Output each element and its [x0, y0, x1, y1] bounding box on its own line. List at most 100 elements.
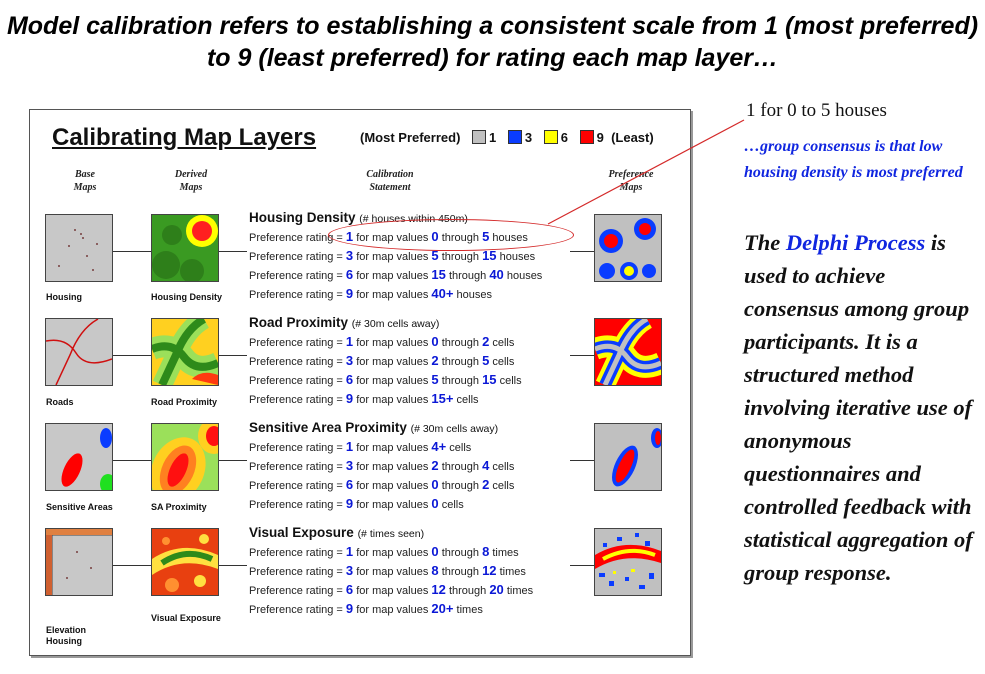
row-unit: houses	[453, 289, 493, 301]
row-unit: cells	[489, 356, 515, 368]
rating-row: Preference rating = 9 for map values 40+…	[249, 285, 589, 304]
rating-value: 6	[345, 477, 354, 492]
connector	[113, 251, 151, 252]
range-from: 2	[431, 458, 439, 473]
section-title: Housing Density	[249, 210, 356, 225]
connector	[219, 355, 247, 356]
rating-row: Preference rating = 3 for map values 5 t…	[249, 247, 589, 266]
rating-row: Preference rating = 6 for map values 5 t…	[249, 371, 589, 390]
road-preference-map	[594, 318, 662, 386]
row-prefix: Preference rating =	[249, 337, 346, 349]
consensus-note: …group consensus is that low housing den…	[744, 138, 963, 181]
connector	[113, 565, 151, 566]
housing-density-label: Housing Density	[151, 292, 223, 302]
legend-swatch-3	[507, 130, 522, 144]
row-prefix: Preference rating =	[249, 480, 346, 492]
row-through: through	[445, 270, 490, 282]
housing-base-label: Housing	[46, 292, 82, 302]
sa-proximity-map	[151, 423, 219, 491]
rating-value: 3	[345, 458, 354, 473]
row-through: through	[438, 547, 483, 559]
rating-value: 6	[345, 582, 354, 597]
row-prefix: Preference rating =	[249, 232, 346, 244]
row-unit: cells	[453, 394, 479, 406]
section-note: (# 30m cells away)	[351, 318, 440, 330]
delphi-description: The Delphi Process is used to achieve co…	[744, 226, 980, 589]
legend-label-1: 1	[489, 130, 497, 145]
row-mid: for map values	[353, 461, 432, 473]
connector	[570, 251, 594, 252]
row-prefix: Preference rating =	[249, 442, 346, 454]
elevation-base-map	[45, 528, 113, 596]
road-proximity-label: Road Proximity	[151, 397, 218, 407]
range-to: 15	[482, 372, 497, 387]
row-mid: for map values	[353, 442, 432, 454]
row-prefix: Preference rating =	[249, 461, 346, 473]
roads-base-map	[45, 318, 113, 386]
range-to: 20	[489, 582, 504, 597]
delphi-post: is used to achieve consensus among group…	[744, 230, 973, 585]
range-from: 5	[431, 248, 439, 263]
visual-exposure-map	[151, 528, 219, 596]
legend-label-6: 6	[560, 130, 568, 145]
connector	[113, 460, 151, 461]
column-head-derived: Derived Maps	[174, 169, 208, 193]
row-prefix: Preference rating =	[249, 604, 346, 616]
row-mid: for map values	[353, 547, 432, 559]
rating-row: Preference rating = 9 for map values 0 c…	[249, 495, 589, 514]
range-to: 8	[482, 544, 490, 559]
row-through: through	[438, 461, 483, 473]
rating-row: Preference rating = 3 for map values 8 t…	[249, 562, 589, 581]
range-from: 8	[431, 563, 439, 578]
housing-base-map	[45, 214, 113, 282]
rating-value: 9	[345, 391, 354, 406]
row-mid: for map values	[353, 251, 432, 263]
row-prefix: Preference rating =	[249, 394, 346, 406]
connector	[219, 251, 247, 252]
row-prefix: Preference rating =	[249, 375, 346, 387]
row-mid: for map values	[353, 375, 432, 387]
row-unit: cells	[438, 499, 464, 511]
row-mid: for map values	[353, 585, 432, 597]
visual-exposure-label: Visual Exposure	[151, 613, 221, 623]
range-single: 4+	[431, 439, 447, 454]
row-mid: for map values	[353, 356, 432, 368]
range-from: 15	[431, 267, 446, 282]
rating-row: Preference rating = 6 for map values 15 …	[249, 266, 589, 285]
range-from: 12	[431, 582, 446, 597]
legend-label-9: 9 (Least)	[596, 130, 654, 145]
column-head-calibration: Calibration Statement	[366, 169, 414, 193]
row-mid: for map values	[353, 604, 432, 616]
range-single: 40+	[431, 286, 454, 301]
range-to: 15	[482, 248, 497, 263]
rating-value: 3	[345, 353, 354, 368]
row-through: through	[438, 251, 483, 263]
row-through: through	[438, 480, 483, 492]
range-single: 15+	[431, 391, 454, 406]
connector	[570, 460, 594, 461]
calibration-panel: Calibrating Map Layers (Most Preferred) …	[29, 109, 691, 656]
delphi-highlight: Delphi Process	[785, 230, 926, 255]
section-title: Sensitive Area Proximity	[249, 420, 407, 435]
rating-value: 3	[345, 248, 354, 263]
delphi-pre: The	[744, 230, 786, 255]
housing-preference-map	[594, 214, 662, 282]
rating-value: 1	[345, 439, 354, 454]
legend-label-3: 3	[524, 130, 533, 145]
road-proximity-map	[151, 318, 219, 386]
rating-value: 6	[345, 372, 354, 387]
headline: Model calibration refers to establishing…	[6, 12, 979, 72]
legend-swatch-6	[543, 130, 558, 144]
row-unit: cells	[496, 375, 522, 387]
row-mid: for map values	[353, 270, 432, 282]
range-from: 0	[431, 334, 439, 349]
rating-value: 9	[345, 601, 354, 616]
rating-value: 6	[345, 267, 354, 282]
rating-value: 9	[345, 496, 354, 511]
rating-value: 3	[345, 563, 354, 578]
rating-row: Preference rating = 1 for map values 0 t…	[249, 543, 589, 562]
row-unit: cells	[489, 461, 515, 473]
range-to: 2	[482, 477, 490, 492]
row-mid: for map values	[353, 499, 432, 511]
rating-value: 1	[345, 334, 354, 349]
